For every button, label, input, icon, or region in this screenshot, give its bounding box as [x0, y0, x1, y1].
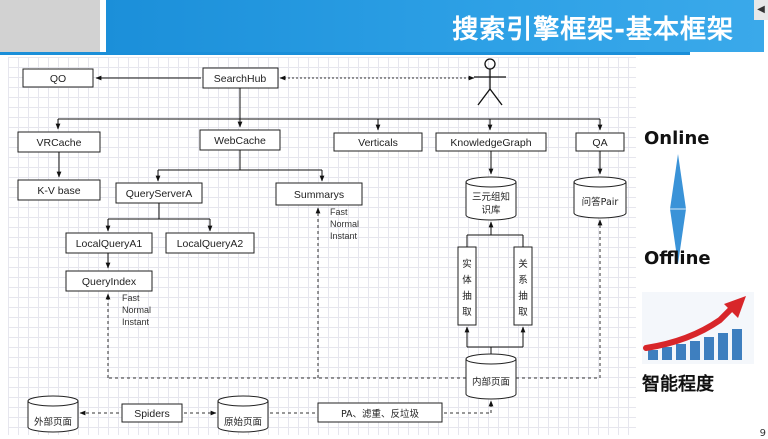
page-number: 9 — [759, 428, 766, 439]
header-blue-band: 搜索引擎框架-基本框架 — [106, 0, 764, 52]
node-localquerya1: LocalQueryA1 — [65, 232, 153, 254]
svg-text:系: 系 — [518, 275, 528, 286]
online-label: Online — [644, 128, 710, 149]
svg-text:Spiders: Spiders — [134, 408, 170, 420]
online-offline-double-arrow-icon — [670, 154, 686, 264]
node-summarys: Summarys — [275, 182, 363, 206]
svg-text:LocalQueryA1: LocalQueryA1 — [76, 238, 143, 250]
user-person-icon — [474, 58, 506, 106]
summarys-modes-note: Fast Normal Instant — [330, 207, 359, 241]
svg-text:三元组知: 三元组知 — [472, 191, 510, 203]
svg-text:K-V base: K-V base — [37, 185, 80, 197]
svg-text:QA: QA — [592, 137, 607, 149]
node-entity-extraction: 实 体 抽 取 — [457, 246, 477, 326]
svg-text:VRCache: VRCache — [37, 137, 82, 149]
node-knowledgegraph: KnowledgeGraph — [435, 132, 547, 152]
svg-text:KnowledgeGraph: KnowledgeGraph — [450, 137, 531, 149]
svg-text:Summarys: Summarys — [294, 189, 344, 201]
svg-text:抽: 抽 — [462, 290, 472, 302]
svg-text:Normal: Normal — [330, 219, 359, 229]
svg-text:PA、滤重、反垃圾: PA、滤重、反垃圾 — [341, 408, 420, 420]
architecture-diagram-canvas: QO SearchHub VRCache WebCache Verticals … — [8, 57, 636, 435]
node-webcache: WebCache — [199, 129, 281, 151]
svg-text:Fast: Fast — [330, 207, 348, 217]
node-qa-pair-db: 问答Pair — [573, 176, 627, 219]
node-queryservera: QueryServerA — [115, 182, 203, 204]
node-triple-store-db: 三元组知 识库 — [465, 176, 517, 221]
node-internal-page-db: 内部页面 — [465, 353, 517, 400]
intelligence-level-label: 智能程度 — [642, 374, 714, 395]
header-gray-block — [0, 0, 100, 52]
node-localquerya2: LocalQueryA2 — [165, 232, 255, 254]
svg-text:内部页面: 内部页面 — [472, 376, 510, 388]
slide-title: 搜索引擎框架-基本框架 — [452, 15, 734, 45]
svg-text:QueryIndex: QueryIndex — [82, 276, 137, 288]
svg-text:Normal: Normal — [122, 305, 151, 315]
svg-text:识库: 识库 — [481, 204, 501, 216]
node-qa: QA — [575, 132, 625, 152]
node-verticals: Verticals — [333, 132, 423, 152]
growth-chart-icon — [642, 292, 754, 364]
svg-text:抽: 抽 — [518, 290, 528, 302]
svg-text:Instant: Instant — [122, 317, 150, 327]
corner-nav-tab[interactable]: ◀ — [754, 0, 768, 20]
svg-text:外部页面: 外部页面 — [34, 416, 72, 428]
node-searchhub: SearchHub — [202, 67, 279, 89]
svg-text:实: 实 — [462, 258, 472, 270]
node-qo: QO — [22, 68, 94, 88]
node-raw-page-db: 原始页面 — [217, 395, 269, 433]
svg-text:LocalQueryA2: LocalQueryA2 — [177, 238, 244, 250]
svg-text:Instant: Instant — [330, 231, 358, 241]
svg-text:Fast: Fast — [122, 293, 140, 303]
svg-text:Verticals: Verticals — [358, 137, 398, 149]
svg-text:关: 关 — [518, 258, 528, 270]
header-underline — [0, 52, 690, 55]
node-kv-base: K-V base — [17, 179, 101, 201]
svg-text:体: 体 — [462, 274, 472, 286]
svg-text:原始页面: 原始页面 — [224, 416, 262, 428]
svg-text:取: 取 — [462, 307, 472, 318]
offline-label: Offline — [644, 248, 711, 269]
svg-text:WebCache: WebCache — [214, 135, 266, 147]
node-queryindex: QueryIndex — [65, 270, 153, 292]
architecture-diagram: QO SearchHub VRCache WebCache Verticals … — [17, 58, 627, 433]
node-vrcache: VRCache — [17, 131, 101, 153]
slide-header: 搜索引擎框架-基本框架 ◀ — [0, 0, 768, 56]
svg-text:QO: QO — [50, 73, 66, 85]
queryindex-modes-note: Fast Normal Instant — [122, 293, 151, 327]
node-relation-extraction: 关 系 抽 取 — [513, 246, 533, 326]
node-pa-filter: PA、滤重、反垃圾 — [317, 402, 443, 423]
node-spiders: Spiders — [121, 403, 183, 423]
svg-text:SearchHub: SearchHub — [214, 73, 267, 85]
node-external-page-db: 外部页面 — [27, 395, 79, 433]
svg-text:问答Pair: 问答Pair — [582, 196, 619, 208]
svg-text:QueryServerA: QueryServerA — [126, 188, 193, 200]
svg-text:取: 取 — [518, 307, 528, 318]
